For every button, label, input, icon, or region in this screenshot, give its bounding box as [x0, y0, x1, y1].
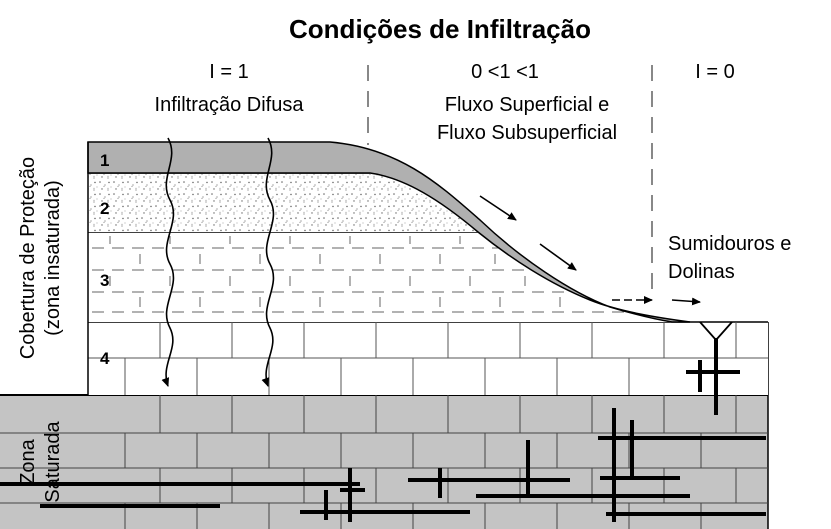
wavy-arrow-left [161, 137, 175, 387]
flow-arrow-1 [479, 195, 517, 221]
zone-middle-description-2: Fluxo Subsuperficial [437, 122, 617, 144]
layer-number-1: 1 [100, 151, 109, 170]
surface-flow-arrows [479, 195, 701, 306]
layer-4 [88, 321, 768, 395]
layer-2 [88, 173, 478, 232]
flow-arrow-4 [671, 297, 701, 306]
layer-number-2: 2 [100, 199, 109, 218]
layer-3 [88, 231, 672, 322]
flow-arrow-2 [539, 243, 577, 271]
infiltration-arrows [161, 137, 275, 387]
zone-right-description-1: Sumidouros e [668, 233, 791, 255]
zone-right-index: I = 0 [695, 61, 734, 83]
side-label-cover-1: Cobertura de Proteção [17, 157, 39, 359]
side-label-saturated-1: Zona [17, 438, 39, 484]
layer-number-4: 4 [100, 349, 110, 368]
side-label-saturated-2: Saturada [42, 421, 64, 503]
diagram-title: Condições de Infiltração [289, 14, 591, 44]
karst-conduits [0, 338, 766, 522]
zone-right-description-2: Dolinas [668, 261, 735, 283]
wavy-arrow-right [261, 137, 275, 387]
zone-middle-description-1: Fluxo Superficial e [445, 94, 610, 116]
zone-left-index: I = 1 [209, 61, 248, 83]
side-label-cover-2: (zona insaturada) [42, 180, 64, 336]
layer-1 [87, 141, 691, 323]
zone-left-description: Infiltração Difusa [155, 94, 305, 116]
layer-number-3: 3 [100, 271, 109, 290]
zone-middle-index: 0 <1 <1 [471, 61, 539, 83]
